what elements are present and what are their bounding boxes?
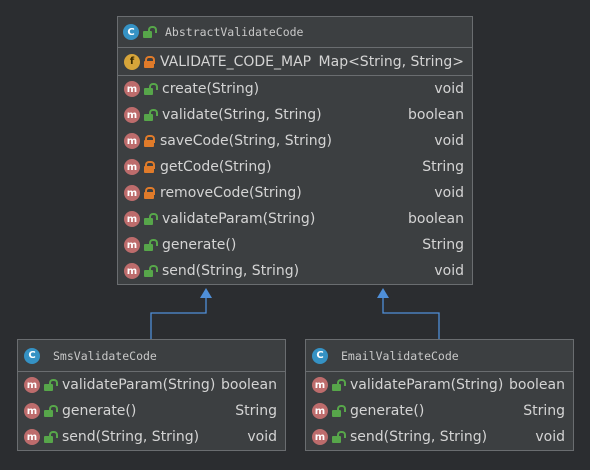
public-icon [332, 431, 346, 443]
public-icon [44, 405, 58, 417]
method-name: generate() [350, 403, 425, 419]
method-return-type: void [434, 133, 464, 149]
method-row[interactable]: m generate() String [306, 398, 573, 424]
method-icon: m [312, 403, 328, 419]
field-type: Map<String, String> [318, 53, 464, 70]
method-name: generate() [162, 237, 237, 253]
methods-section: m validateParam(String) boolean m genera… [18, 372, 285, 450]
method-row[interactable]: m send(String, String) void [18, 424, 285, 450]
public-icon [144, 213, 158, 225]
methods-section: m create(String) void m validate(String,… [118, 76, 472, 284]
class-icon: C [312, 347, 328, 364]
method-row[interactable]: m validateParam(String) boolean [306, 372, 573, 398]
method-return-type: boolean [408, 211, 464, 227]
method-return-type: String [235, 403, 277, 419]
method-icon: m [124, 237, 140, 253]
public-icon [144, 239, 158, 251]
method-name: send(String, String) [350, 429, 488, 445]
class-name: EmailValidateCode [341, 348, 459, 363]
method-row[interactable]: m send(String, String) void [118, 258, 472, 284]
method-return-type: boolean [509, 377, 565, 393]
method-name: validateParam(String) [350, 377, 504, 393]
method-icon: m [312, 377, 328, 393]
public-icon [332, 405, 346, 417]
sms-validate-code-class[interactable]: C SmsValidateCode m validateParam(String… [17, 339, 286, 451]
public-icon [143, 26, 157, 38]
private-icon [144, 55, 155, 68]
class-icon: C [24, 347, 40, 364]
method-return-type: void [434, 263, 464, 279]
method-icon: m [124, 81, 140, 97]
method-name: validateParam(String) [162, 211, 316, 227]
public-icon [144, 83, 158, 95]
method-icon: m [124, 211, 140, 227]
fields-section: f VALIDATE_CODE_MAP Map<String, String> [118, 48, 472, 76]
method-row[interactable]: m validateParam(String) boolean [18, 372, 285, 398]
method-row[interactable]: m send(String, String) void [306, 424, 573, 450]
method-return-type: String [422, 237, 464, 253]
class-icon: C [123, 24, 139, 40]
method-return-type: boolean [221, 377, 277, 393]
private-icon [144, 135, 155, 147]
method-name: validateParam(String) [62, 377, 216, 393]
method-row[interactable]: m validate(String, String) boolean [118, 102, 472, 128]
method-icon: m [124, 185, 140, 201]
method-icon: m [124, 263, 140, 279]
method-return-type: void [247, 429, 277, 445]
method-return-type: void [434, 81, 464, 97]
class-name: SmsValidateCode [53, 348, 157, 363]
method-row[interactable]: m getCode(String) String [118, 154, 472, 180]
class-name: AbstractValidateCode [165, 25, 304, 39]
field-name: VALIDATE_CODE_MAP [160, 53, 312, 70]
method-return-type: String [422, 159, 464, 175]
method-name: saveCode(String, String) [160, 133, 332, 149]
method-return-type: boolean [408, 107, 464, 123]
method-icon: m [124, 133, 140, 149]
method-row[interactable]: m validateParam(String) boolean [118, 206, 472, 232]
method-name: send(String, String) [162, 263, 300, 279]
sms-inheritance-link [150, 288, 212, 339]
method-row[interactable]: m generate() String [118, 232, 472, 258]
method-name: generate() [62, 403, 137, 419]
method-icon: m [312, 429, 328, 445]
email-inheritance-link [377, 288, 440, 339]
method-icon: m [124, 159, 140, 175]
method-row[interactable]: m saveCode(String, String) void [118, 128, 472, 154]
class-header: C SmsValidateCode [18, 340, 285, 372]
method-return-type: void [434, 185, 464, 201]
method-icon: m [24, 429, 40, 445]
public-icon [44, 431, 58, 443]
class-header: C EmailValidateCode [306, 340, 573, 372]
method-name: removeCode(String) [160, 185, 302, 201]
method-icon: m [24, 403, 40, 419]
public-icon [44, 379, 58, 391]
public-icon [332, 379, 346, 391]
method-row[interactable]: m create(String) void [118, 76, 472, 102]
field-icon: f [124, 53, 140, 70]
public-icon [144, 265, 158, 277]
methods-section: m validateParam(String) boolean m genera… [306, 372, 573, 450]
field-row[interactable]: f VALIDATE_CODE_MAP Map<String, String> [118, 48, 472, 75]
method-return-type: void [535, 429, 565, 445]
email-validate-code-class[interactable]: C EmailValidateCode m validateParam(Stri… [305, 339, 574, 451]
private-icon [144, 161, 155, 173]
method-row[interactable]: m generate() String [18, 398, 285, 424]
class-header: C AbstractValidateCode [118, 17, 472, 48]
method-name: send(String, String) [62, 429, 200, 445]
method-icon: m [24, 377, 40, 393]
method-name: validate(String, String) [162, 107, 322, 123]
method-return-type: String [523, 403, 565, 419]
method-name: create(String) [162, 81, 260, 97]
private-icon [144, 187, 155, 199]
public-icon [144, 109, 158, 121]
method-icon: m [124, 107, 140, 123]
method-name: getCode(String) [160, 159, 272, 175]
method-row[interactable]: m removeCode(String) void [118, 180, 472, 206]
abstract-validate-code-class[interactable]: C AbstractValidateCode f VALIDATE_CODE_M… [117, 16, 473, 285]
